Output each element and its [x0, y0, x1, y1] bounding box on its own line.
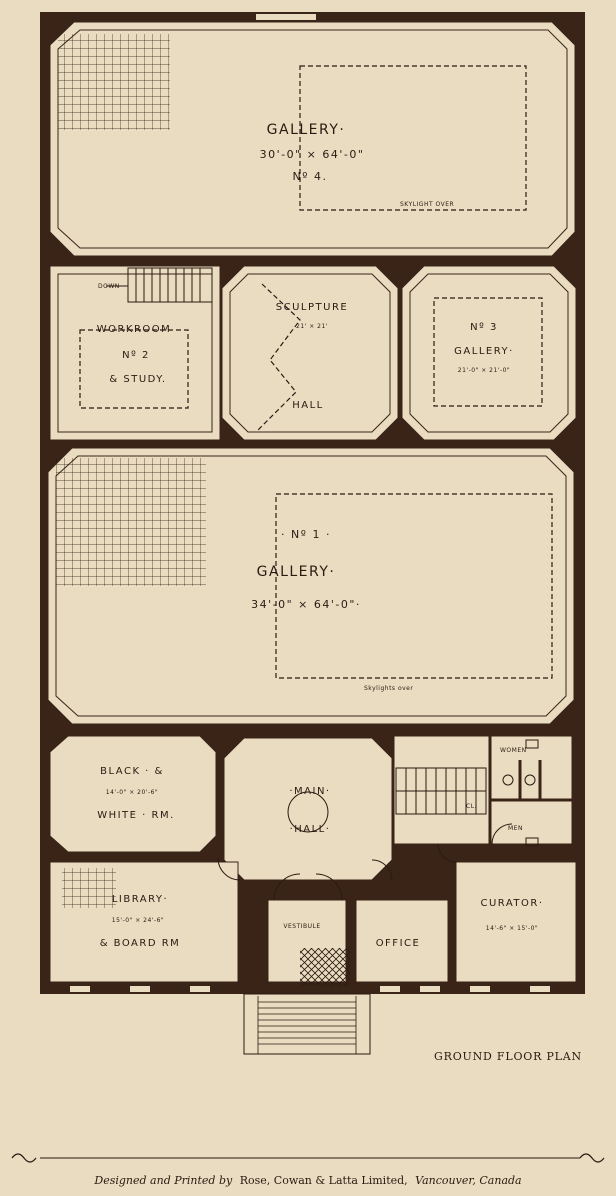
gallery-4-number: Nº 4. — [293, 170, 328, 183]
office-room — [355, 899, 449, 983]
workroom-stair-label: DOWN — [98, 283, 120, 290]
footer-company: Rose, Cowan & Latta Limited, — [240, 1174, 408, 1187]
black-white-sub: WHITE · RM. — [97, 810, 175, 821]
gallery-3-number: Nº 3 — [470, 322, 498, 333]
workroom-name: WORKROOM — [97, 324, 172, 335]
gallery-4-dims: 30'-0" × 64'-0" — [260, 148, 365, 161]
footer-city: Vancouver, Canada — [415, 1174, 521, 1187]
workroom-number: Nº 2 — [122, 350, 150, 361]
gallery-1-name: GALLERY· — [257, 564, 336, 580]
sculpture-hall-name: SCULPTURE — [276, 302, 348, 313]
gallery-1-skylight-note: Skylights over — [364, 685, 413, 692]
gallery-3-room — [401, 265, 577, 441]
library-name: LIBRARY· — [112, 894, 168, 905]
workroom-study: & STUDY. — [109, 374, 166, 385]
main-hall-room — [223, 737, 393, 881]
gallery-4-name: GALLERY· — [267, 122, 346, 138]
gallery-4-room — [49, 21, 576, 257]
black-white-name: BLACK · & — [100, 766, 164, 777]
footer-credit: Designed and Printed by Rose, Cowan & La… — [93, 1174, 521, 1187]
curator-name: CURATOR· — [480, 898, 543, 909]
curator-dims: 14'-6" × 15'-0" — [486, 925, 538, 932]
men-label: MEN — [508, 825, 523, 832]
library-dims: 15'-0" × 24'-6" — [112, 917, 164, 924]
sculpture-hall-room — [221, 265, 399, 441]
gallery-4-skylight-note: SKYLIGHT OVER — [400, 201, 454, 208]
women-label: WOMEN — [500, 747, 527, 754]
right-ornament-icon — [579, 1153, 605, 1163]
gallery-1-number: · Nº 1 · — [281, 528, 331, 541]
sculpture-hall-sub: HALL — [292, 400, 324, 411]
left-ornament-icon — [11, 1153, 37, 1163]
plan-caption: GROUND FLOOR PLAN — [434, 1050, 582, 1063]
black-white-dims: 14'-0" × 20'-6" — [106, 789, 158, 796]
closet-label: CL. — [466, 803, 477, 810]
main-hall-sub: ·HALL· — [290, 824, 331, 835]
gallery-3-dims: 21'-0" × 21'-0" — [458, 367, 510, 374]
vestibule-label: VESTIBULE — [283, 923, 320, 930]
sculpture-hall-dims: 21' × 21' — [296, 323, 328, 330]
library-sub: & BOARD RM — [100, 938, 181, 949]
toilets-area — [393, 735, 573, 845]
gallery-3-name: GALLERY· — [454, 346, 514, 357]
footer-prefix: Designed and Printed by — [93, 1174, 233, 1187]
gallery-1-dims: 34'-0" × 64'-0"· — [251, 598, 361, 611]
curator-room — [455, 861, 577, 983]
black-white-room — [49, 735, 217, 853]
main-hall-name: ·MAIN· — [289, 786, 330, 797]
office-label: OFFICE — [376, 938, 421, 949]
